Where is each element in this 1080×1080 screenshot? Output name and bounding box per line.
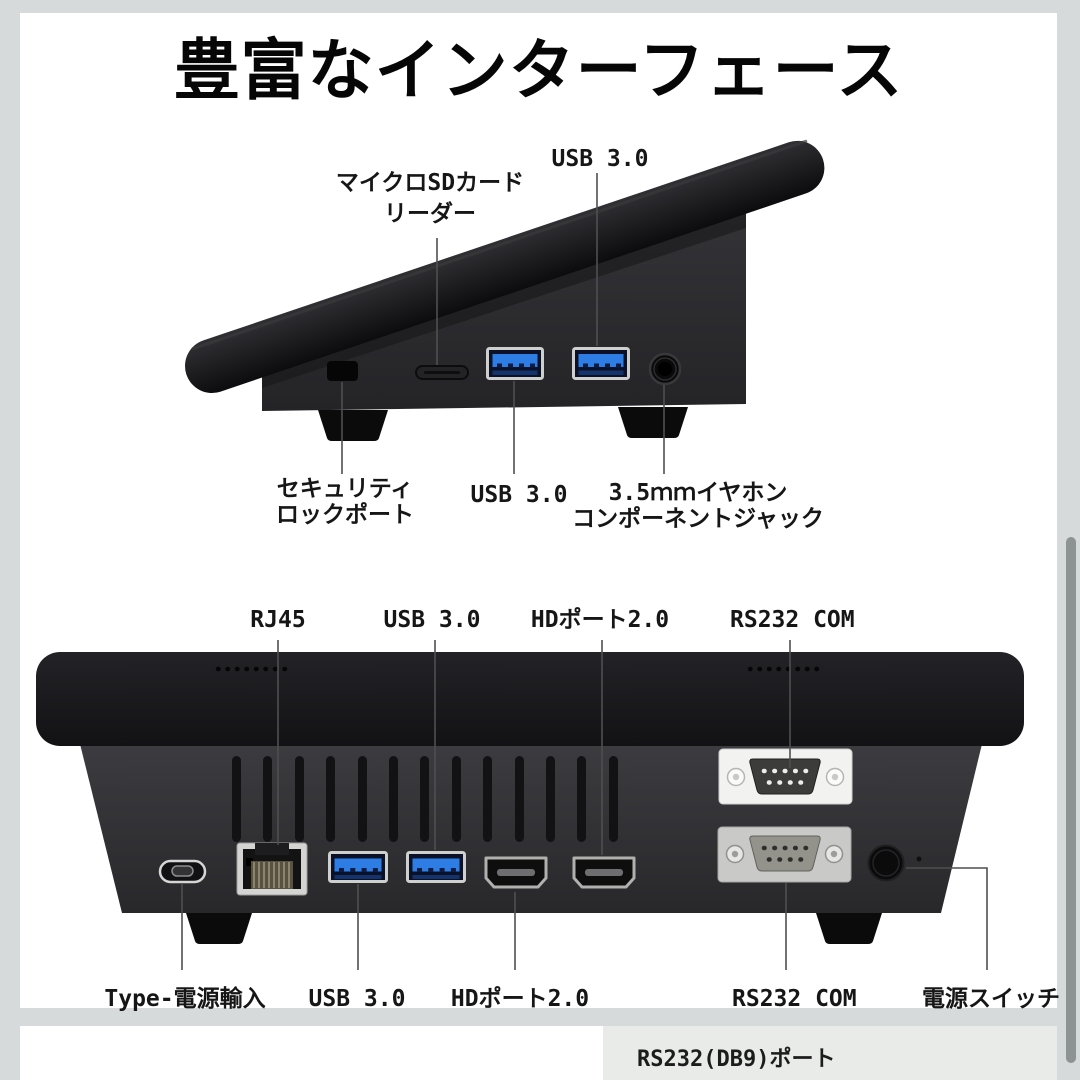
hdmi-port-2 [572,856,636,889]
rs232-port-2 [717,826,852,883]
usb3-port-rear-1 [328,851,388,883]
power-button [867,844,922,882]
label-usb3-top: USB 3.0 [551,146,649,172]
hdmi-port-1 [484,856,548,889]
label-usb3-front: USB 3.0 [470,482,568,508]
label-power-input: Type-電源輸入 [104,986,266,1012]
usb3-port-side-1 [486,347,544,380]
next-image-white-area[interactable] [20,1026,603,1080]
label-audio-jack: 3.5ｍｍイヤホン コンポーネントジャック [572,480,824,532]
label-power-switch: 電源スイッチ [922,986,1060,1012]
rear-view-figure [36,640,1024,970]
vent-slots [232,756,618,842]
label-rj45: RJ45 [250,607,306,633]
rj45-port [236,842,308,896]
rs232-db9-caption: RS232(DB9)ポート [637,1047,836,1072]
label-microsd: マイクロSDカード リーダー [335,170,525,227]
next-image-panel[interactable]: RS232(DB9)ポート [603,1026,1057,1080]
security-lock-slot [327,361,358,381]
label-usb3-rear-top: USB 3.0 [383,607,481,633]
device-foot [618,407,688,438]
display-back-panel [36,652,1024,746]
side-view-figure [185,139,825,474]
device-foot [186,913,252,944]
usb3-port-side-2 [572,347,630,380]
label-hdmi-top: HDポート2.0 [530,607,670,633]
usb3-port-rear-2 [406,851,466,883]
device-foot [318,410,388,441]
audio-jack [648,352,682,386]
tablet-display [185,139,825,393]
rs232-port-1 [718,748,853,805]
page-title: 豊富なインターフェース [173,32,904,109]
device-foot [816,913,882,944]
usbc-power-port [158,859,207,884]
label-hdmi-bottom: HDポート2.0 [450,986,590,1012]
label-rs232-bottom: RS232 COM [732,986,857,1012]
label-rs232-top: RS232 COM [730,607,855,633]
microsd-slot [415,365,469,380]
label-usb3-rear-bottom: USB 3.0 [308,986,406,1012]
leader-lines [181,640,988,970]
leader-lines [341,173,665,474]
scrollbar-thumb[interactable] [1066,537,1076,1063]
label-security-lock: セキュリティ ロックポート [276,476,414,528]
